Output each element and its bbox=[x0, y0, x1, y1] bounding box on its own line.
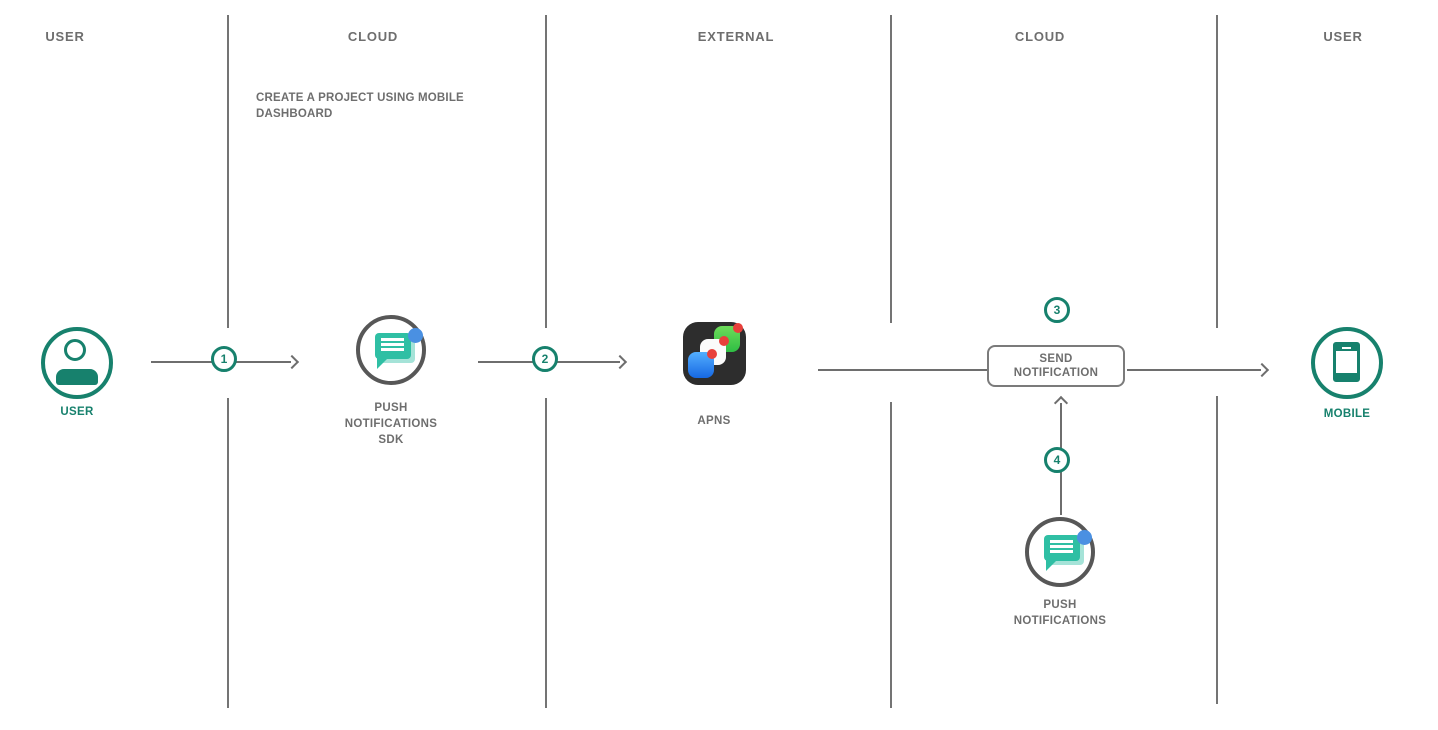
flow-line-apns-to-send bbox=[818, 369, 987, 371]
arrowhead-right-icon bbox=[284, 354, 300, 370]
arrowhead-right-icon bbox=[1254, 362, 1270, 378]
lane-header-cloud-left: CLOUD bbox=[347, 29, 399, 44]
user-head-shape bbox=[64, 339, 86, 361]
apns-red-dot bbox=[733, 323, 743, 333]
bubble-text-line bbox=[381, 338, 404, 341]
bubble-text-line bbox=[381, 348, 404, 351]
step-4-badge[interactable]: 4 bbox=[1044, 447, 1070, 473]
lane-header-cloud-right: CLOUD bbox=[1014, 29, 1066, 44]
send-notification-label: SEND NOTIFICATION bbox=[1013, 353, 1099, 379]
lane-header-user-right: USER bbox=[1323, 29, 1363, 44]
apns-icon[interactable] bbox=[683, 322, 746, 385]
lane-header-user-left: USER bbox=[45, 29, 85, 44]
notification-dot-icon bbox=[1077, 530, 1092, 545]
apns-red-dot bbox=[707, 349, 717, 359]
mobile-node-label: MOBILE bbox=[1323, 408, 1371, 420]
phone-shape bbox=[1333, 342, 1360, 382]
lane-divider bbox=[890, 402, 892, 708]
lane-divider bbox=[890, 15, 892, 323]
phone-bottom-bar bbox=[1336, 373, 1357, 379]
bubble-text-line bbox=[1050, 550, 1073, 553]
chat-bubble-icon[interactable] bbox=[356, 315, 426, 385]
sdk-node-label: PUSH NOTIFICATIONS SDK bbox=[344, 402, 438, 446]
lane-divider bbox=[545, 15, 547, 328]
user-node-label: USER bbox=[60, 406, 94, 418]
lane-divider bbox=[545, 398, 547, 708]
lane-divider bbox=[227, 15, 229, 328]
mobile-icon[interactable] bbox=[1311, 327, 1383, 399]
step-3-badge[interactable]: 3 bbox=[1044, 297, 1070, 323]
lane-divider bbox=[1216, 15, 1218, 328]
user-shoulders-shape bbox=[56, 369, 98, 385]
send-notification-node[interactable]: SEND NOTIFICATION bbox=[987, 345, 1125, 387]
bubble-tail-shape bbox=[1046, 560, 1057, 571]
apns-node-label: APNS bbox=[697, 415, 731, 427]
flow-line-send-to-mobile bbox=[1127, 369, 1261, 371]
bubble-text-line bbox=[1050, 540, 1073, 543]
notification-dot-icon bbox=[408, 328, 423, 343]
phone-speaker-notch bbox=[1342, 347, 1351, 349]
arrowhead-up-icon bbox=[1053, 395, 1069, 411]
step-2-badge[interactable]: 2 bbox=[532, 346, 558, 372]
chat-bubble-shape bbox=[1044, 535, 1080, 561]
chat-bubble-shape bbox=[375, 333, 411, 359]
bubble-text-line bbox=[381, 343, 404, 346]
lane-divider bbox=[227, 398, 229, 708]
step-1-badge[interactable]: 1 bbox=[211, 346, 237, 372]
chat-bubble-icon[interactable] bbox=[1025, 517, 1095, 587]
user-icon[interactable] bbox=[41, 327, 113, 399]
lane-header-external: EXTERNAL bbox=[697, 29, 775, 44]
annotation-note: CREATE A PROJECT USING MOBILE DASHBOARD bbox=[256, 92, 464, 120]
apns-red-dot bbox=[719, 336, 729, 346]
bubble-text-line bbox=[1050, 545, 1073, 548]
lane-divider bbox=[1216, 396, 1218, 704]
bubble-tail-shape bbox=[377, 358, 388, 369]
arrowhead-right-icon bbox=[612, 354, 628, 370]
push-node-label: PUSH NOTIFICATIONS bbox=[1013, 599, 1107, 627]
